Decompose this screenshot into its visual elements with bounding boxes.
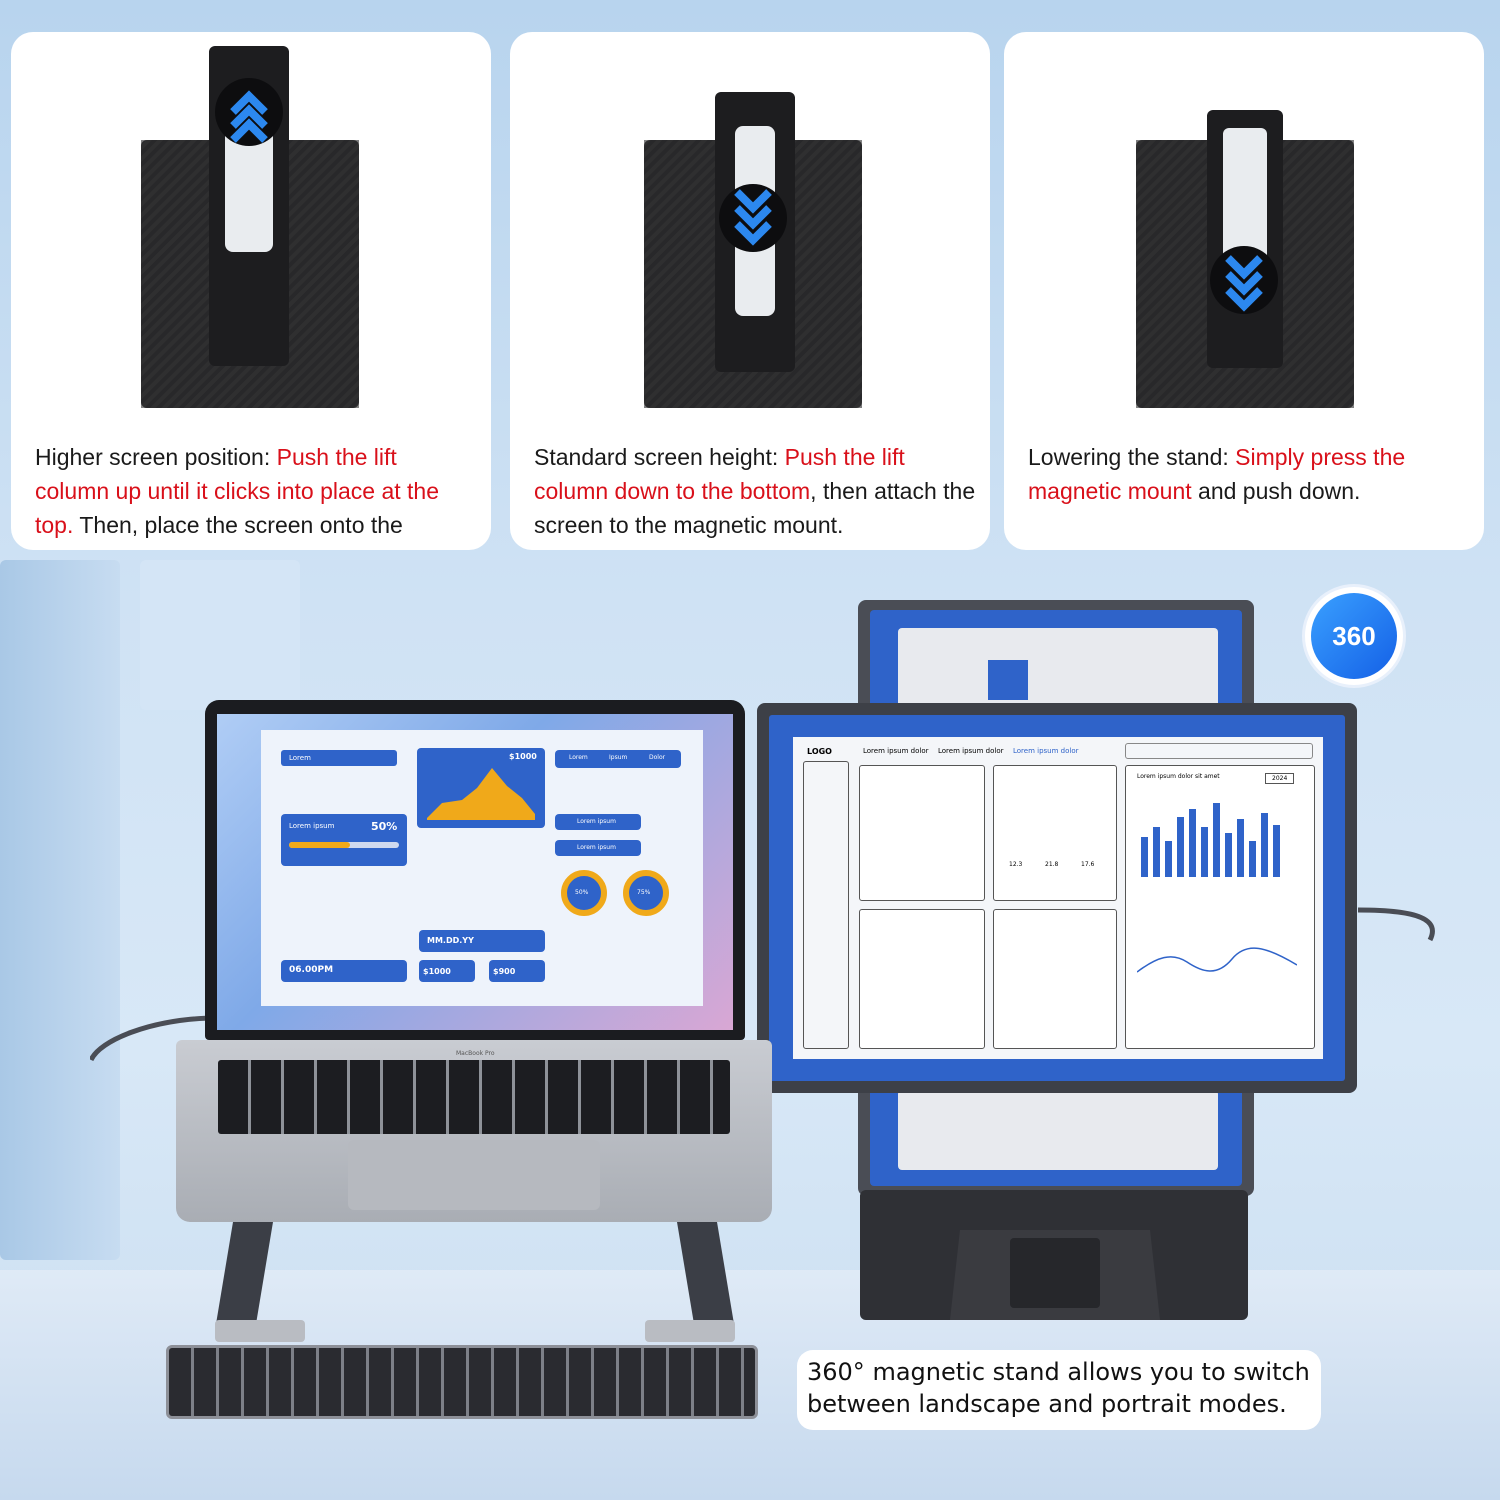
laptop-price-2: $900 xyxy=(489,960,545,982)
badge-label: 360 xyxy=(1311,593,1397,679)
monitor-bar-chart xyxy=(1141,803,1280,877)
tab-dolor[interactable]: Dolor xyxy=(649,754,666,761)
step-suffix: , then attach the screen to the magnetic… xyxy=(534,478,976,538)
monitor-card-1 xyxy=(859,765,985,901)
bottom-caption: 360° magnetic stand allows you to switch… xyxy=(797,1350,1321,1430)
step-prefix: Lowering the stand: xyxy=(1028,444,1236,470)
monitor-year-select: 2024 xyxy=(1265,773,1295,784)
step-suffix: and push down. xyxy=(1191,478,1361,504)
progress-fill xyxy=(289,842,350,848)
progress-bar xyxy=(289,842,399,848)
lift-column-press-photo xyxy=(1136,110,1354,408)
price-1-label: $1000 xyxy=(423,967,451,976)
monitor-search-input xyxy=(1125,743,1313,759)
donut-2-label: 75% xyxy=(637,889,651,896)
step-prefix: Standard screen height: xyxy=(534,444,785,470)
laptop-ui: Lorem $1000 Lorem Ipsum Dolor Lorem ipsu… xyxy=(261,730,703,1006)
usb-cable xyxy=(90,907,1435,1062)
laptop-time-card: 06.00PM xyxy=(281,960,407,982)
background-window-left xyxy=(0,560,120,1260)
step-card-standard: Standard screen height: Push the lift co… xyxy=(510,32,990,550)
laptop: Lorem $1000 Lorem Ipsum Dolor Lorem ipsu… xyxy=(205,700,745,1040)
price-2-label: $900 xyxy=(493,967,516,976)
monitor-card-title: Lorem ipsum dolor sit amet xyxy=(1137,773,1220,780)
step-caption-higher: Higher screen position: Push the lift co… xyxy=(35,440,477,550)
button-1-label: Lorem ipsum xyxy=(577,818,616,825)
monitor-card-4 xyxy=(859,909,985,1049)
tab-ipsum[interactable]: Ipsum xyxy=(609,754,628,761)
laptop-donut-1: 50% xyxy=(561,870,607,916)
step-highlight: Push the lift column up until it clicks … xyxy=(35,444,439,538)
laptop-tabs: Lorem Ipsum Dolor xyxy=(555,750,681,768)
laptop-area-chart xyxy=(417,748,545,828)
laptop-donut-2: 75% xyxy=(623,870,669,916)
laptop-price-1: $1000 xyxy=(419,960,475,982)
background-window-frame xyxy=(140,560,300,710)
monitor-line-chart xyxy=(1137,947,1297,973)
step-card-higher: Higher screen position: Push the lift co… xyxy=(11,32,491,550)
monitor-gauge-3: 17.6 xyxy=(1081,861,1095,868)
laptop-base: MacBook Pro xyxy=(176,1040,772,1222)
monitor-nav-2: Lorem ipsum dolor xyxy=(938,747,1004,755)
monitor-gauge-1: 12.3 xyxy=(1009,861,1023,868)
step-suffix: Then, place the screen onto the magnetic… xyxy=(35,512,403,550)
laptop-screen: Lorem $1000 Lorem Ipsum Dolor Lorem ipsu… xyxy=(217,714,733,1030)
lift-column-up-photo xyxy=(141,46,359,408)
landscape-monitor: LOGO Lorem ipsum dolor Lorem ipsum dolor… xyxy=(757,703,1357,1093)
monitor-card-2 xyxy=(993,765,1117,901)
laptop-date-card: MM.DD.YY xyxy=(419,930,545,952)
step-highlight: Simply press the magnetic mount xyxy=(1028,444,1406,504)
monitor-nav-3: Lorem ipsum dolor xyxy=(1013,747,1079,755)
time-label: 06.00PM xyxy=(289,965,334,975)
monitor-sidebar xyxy=(803,761,849,1049)
monitor-logo: LOGO xyxy=(807,747,832,756)
step-highlight: Push the lift column down to the bottom xyxy=(534,444,905,504)
step-caption-lowering: Lowering the stand: Simply press the mag… xyxy=(1028,440,1470,508)
monitor-nav-1: Lorem ipsum dolor xyxy=(863,747,929,755)
laptop-button-1: Lorem ipsum xyxy=(555,814,641,830)
laptop-search-input: Lorem xyxy=(281,750,397,766)
monitor-screen: LOGO Lorem ipsum dolor Lorem ipsum dolor… xyxy=(769,715,1345,1081)
monitor-card-5 xyxy=(993,909,1117,1049)
monitor-gauge-2: 21.8 xyxy=(1045,861,1059,868)
laptop-trackpad xyxy=(348,1140,600,1210)
date-label: MM.DD.YY xyxy=(427,936,474,945)
laptop-amount: $1000 xyxy=(509,752,537,761)
button-2-label: Lorem ipsum xyxy=(577,844,616,851)
laptop-button-2: Lorem ipsum xyxy=(555,840,641,856)
step-card-lowering: Lowering the stand: Simply press the mag… xyxy=(1004,32,1484,550)
progress-value: 50% xyxy=(371,820,398,833)
step-caption-standard: Standard screen height: Push the lift co… xyxy=(534,440,976,542)
step-prefix: Higher screen position: xyxy=(35,444,277,470)
donut-1-label: 50% xyxy=(575,889,589,896)
monitor-ui: LOGO Lorem ipsum dolor Lorem ipsum dolor… xyxy=(793,737,1323,1059)
laptop-brand: MacBook Pro xyxy=(456,1050,495,1057)
progress-label: Lorem ipsum xyxy=(289,822,335,830)
tab-lorem[interactable]: Lorem xyxy=(569,754,588,761)
laptop-keyboard xyxy=(218,1060,730,1134)
laptop-progress-card: Lorem ipsum 50% xyxy=(281,814,407,866)
rotation-360-badge: 360 xyxy=(1305,587,1403,685)
external-keyboard xyxy=(166,1345,758,1419)
monitor-stand xyxy=(860,1190,1248,1320)
lift-column-down-photo xyxy=(644,92,862,408)
laptop-stand xyxy=(215,1210,735,1342)
